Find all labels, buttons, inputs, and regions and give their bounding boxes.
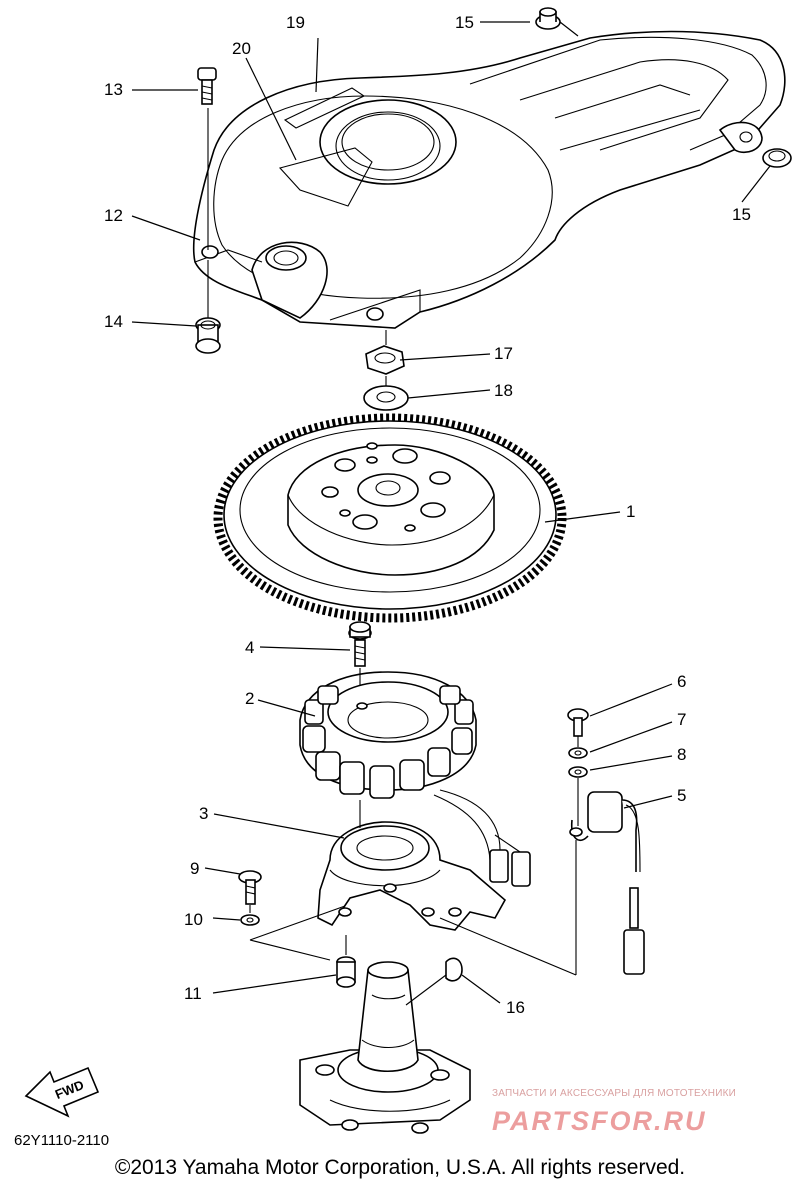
pulser-coil <box>569 791 645 975</box>
base-plate <box>317 821 507 931</box>
callout-20: 20 <box>232 39 251 58</box>
callout-9: 9 <box>190 859 200 878</box>
callout-17: 17 <box>494 344 513 363</box>
woodruff-key-16 <box>445 957 463 982</box>
callout-12: 12 <box>104 206 123 225</box>
callout-5: 5 <box>677 786 687 805</box>
callout-4: 4 <box>245 638 255 657</box>
fwd-direction-arrow: FWD <box>24 1066 100 1118</box>
washer-8 <box>568 766 588 778</box>
callout-14: 14 <box>104 312 123 331</box>
callout-16: 16 <box>506 998 525 1017</box>
callout-3: 3 <box>199 804 209 823</box>
callout-15-top: 15 <box>455 13 474 32</box>
callout-2: 2 <box>245 689 255 708</box>
copyright-notice: ©2013 Yamaha Motor Corporation, U.S.A. A… <box>114 1156 686 1179</box>
callout-18: 18 <box>494 381 513 400</box>
lock-washer-7 <box>568 747 588 759</box>
screw-6 <box>567 708 589 737</box>
screw-9 <box>238 870 262 905</box>
callout-11: 11 <box>184 984 202 1003</box>
bolt-4 <box>348 621 372 667</box>
assembly-center-lines <box>207 108 579 1006</box>
watermark-brand: PARTSFOR.RU <box>492 1106 707 1136</box>
callout-19: 19 <box>286 13 305 32</box>
grommet-15-top <box>535 7 561 30</box>
callout-8: 8 <box>677 745 687 764</box>
callout-10: 10 <box>184 910 203 929</box>
washer-18 <box>363 385 409 411</box>
stator-wire-harness <box>433 789 531 887</box>
nut-17 <box>365 345 405 375</box>
callout-6: 6 <box>677 672 687 691</box>
washer-10 <box>240 914 260 926</box>
collar-11 <box>336 956 356 988</box>
callout-leader-lines <box>131 21 771 1004</box>
bolt-13 <box>197 67 217 105</box>
stator-assembly <box>299 671 477 799</box>
grommet-15-right <box>762 148 792 168</box>
callout-15-right: 15 <box>732 205 751 224</box>
diagram-code: 62Y1110-2110 <box>14 1132 110 1149</box>
flywheel-rotor <box>213 413 567 623</box>
grommet-14 <box>195 317 221 354</box>
callout-1: 1 <box>626 502 636 521</box>
callout-7: 7 <box>677 710 687 729</box>
crankshaft-engine-block <box>299 961 471 1134</box>
watermark-tagline: ЗАПЧАСТИ И АКСЕССУАРЫ ДЛЯ МОТОТЕХНИКИ <box>492 1088 737 1099</box>
flywheel-cover <box>192 30 786 329</box>
callout-13: 13 <box>104 80 123 99</box>
